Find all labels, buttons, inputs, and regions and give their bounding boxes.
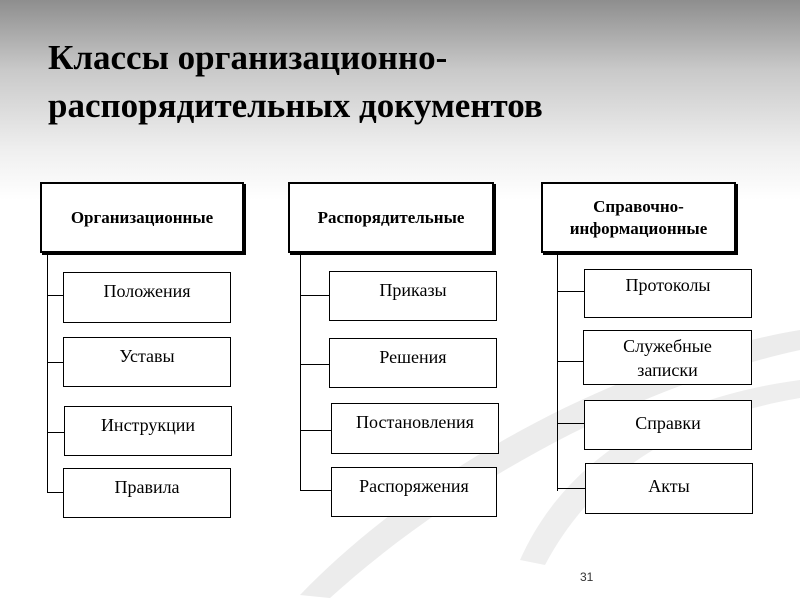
item-box: Решения: [329, 338, 497, 388]
column-header-organizational: Организационные: [40, 182, 244, 253]
item-box: Приказы: [329, 271, 497, 321]
connector-line: [300, 430, 331, 431]
item-box: Акты: [585, 463, 753, 514]
slide-title: Классы организационно-распорядительных д…: [48, 34, 543, 130]
connector-line: [557, 291, 584, 292]
connector-line: [557, 361, 583, 362]
connector-line: [300, 364, 329, 365]
decorative-swoosh: [520, 380, 800, 565]
title-line: Классы организационно-: [48, 38, 448, 77]
item-box: Правила: [63, 468, 231, 518]
connector-line: [47, 492, 63, 493]
item-box: Распоряжения: [331, 467, 497, 517]
column-header-reference: Справочно-информационные: [541, 182, 736, 253]
connector-line: [47, 362, 63, 363]
connector-line: [47, 295, 63, 296]
item-box: Инструкции: [64, 406, 232, 456]
column-header-administrative: Распорядительные: [288, 182, 494, 253]
item-box: Положения: [63, 272, 231, 323]
connector-line: [557, 423, 584, 424]
item-box: Протоколы: [584, 269, 752, 318]
connector-line: [300, 253, 301, 491]
title-line: распорядительных документов: [48, 86, 543, 125]
connector-line: [557, 253, 558, 491]
connector-line: [47, 253, 48, 493]
item-box: Уставы: [63, 337, 231, 387]
page-number: 31: [580, 570, 594, 584]
connector-line: [47, 432, 64, 433]
connector-line: [557, 488, 585, 489]
connector-line: [300, 490, 331, 491]
item-box: Справки: [584, 400, 752, 450]
item-box: Постановления: [331, 403, 499, 454]
connector-line: [300, 295, 329, 296]
item-box: Служебные записки: [583, 330, 752, 385]
